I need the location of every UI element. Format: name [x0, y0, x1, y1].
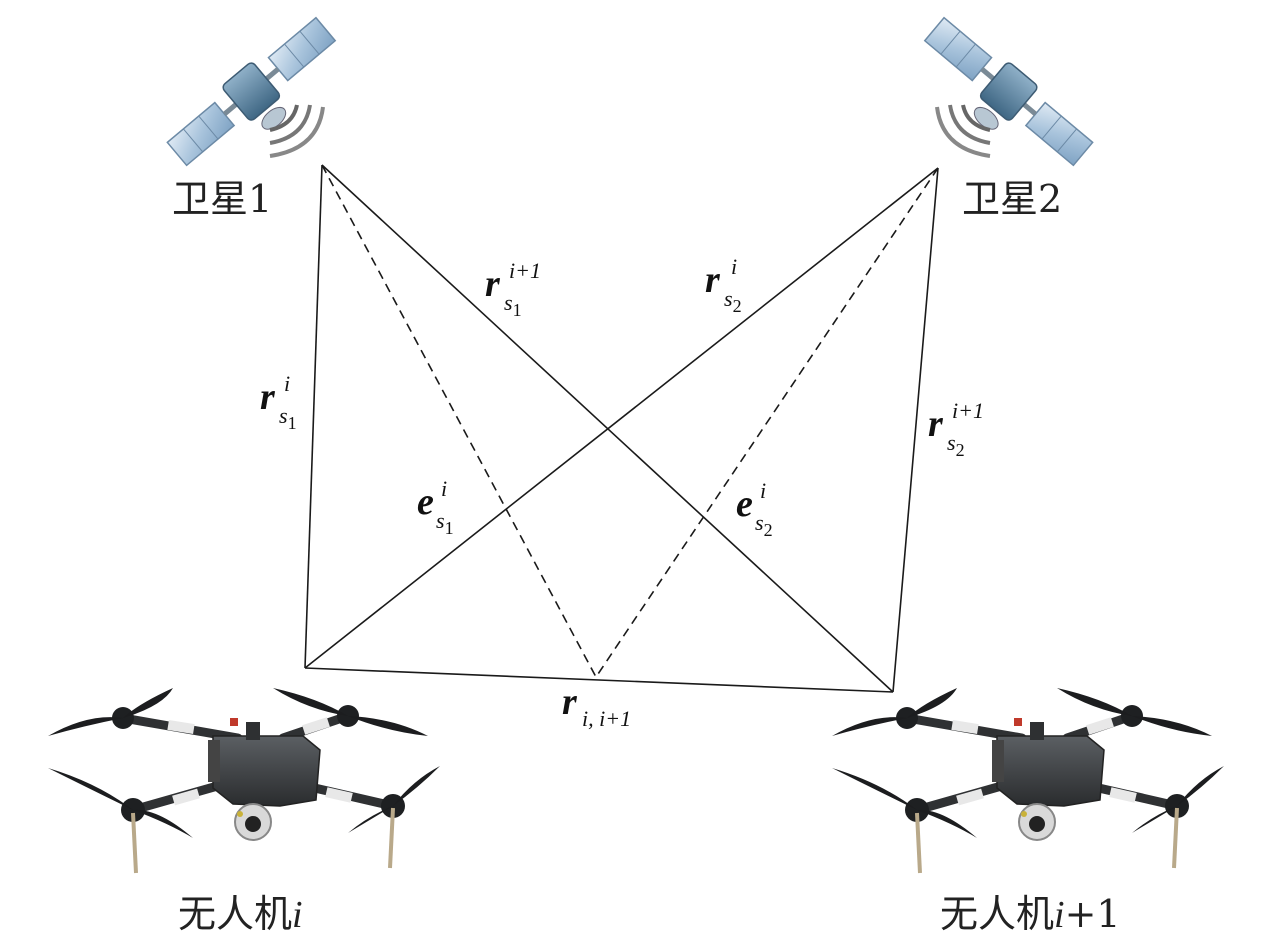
- label-e-s2-i: e i s2: [736, 478, 773, 540]
- drone-i-caption: 无人机i: [178, 892, 303, 936]
- line-e-s2-dashed: [595, 167, 939, 678]
- drone-i1-caption: 无人机i+1: [940, 892, 1121, 936]
- label-r-s1-i1: r i+1 s1: [485, 258, 541, 320]
- label-e-s1-i: e i s1: [417, 476, 454, 538]
- satellite-1-caption: 卫星1: [172, 177, 273, 221]
- line-r-s2-i1: [892, 167, 939, 693]
- satellite-2-caption: 卫星2: [962, 177, 1063, 221]
- satellite-2-icon: [923, 16, 1094, 167]
- drone-i1-icon: [832, 688, 1224, 873]
- label-r-s2-i: r i s2: [705, 254, 742, 316]
- line-r-s2-i: [304, 167, 939, 669]
- line-e-s1-dashed: [321, 164, 597, 678]
- label-r-s1-i: r i s1: [260, 371, 297, 433]
- label-r-s2-i1: r i+1 s2: [928, 398, 984, 460]
- drone-i-icon: [48, 688, 440, 873]
- line-r-s1-i: [304, 164, 323, 669]
- line-baseline: [304, 667, 894, 693]
- satellite-1-icon: [166, 16, 337, 167]
- label-r-baseline: r i, i+1: [562, 681, 632, 731]
